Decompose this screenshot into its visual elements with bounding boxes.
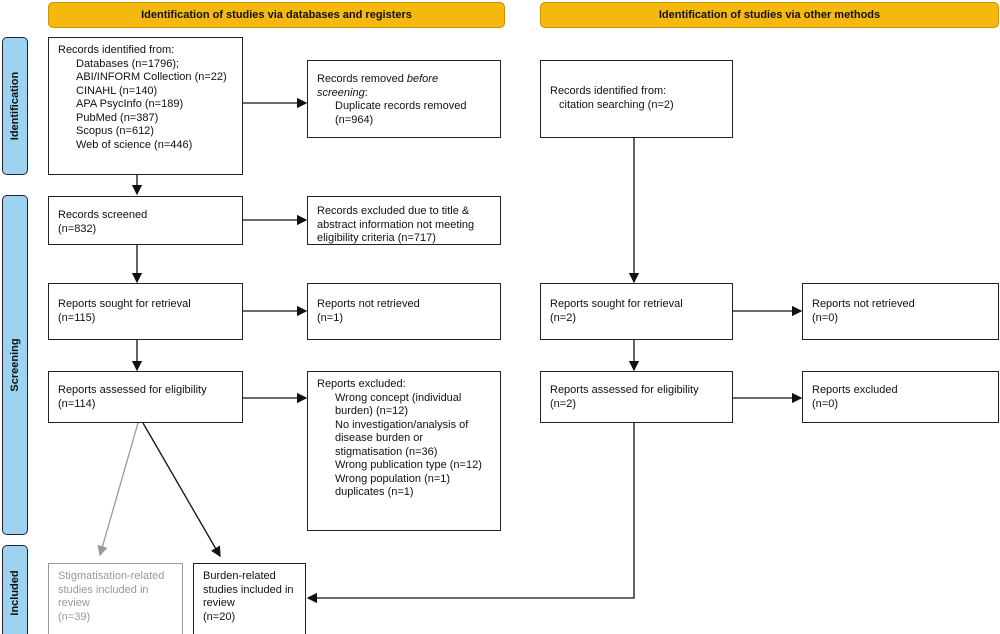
box-count: (n=115): [58, 311, 96, 324]
list-item: CINAHL (n=140): [76, 84, 158, 97]
phase-screening: Screening: [2, 195, 28, 535]
reports-excluded-box: Reports excluded: Wrong concept (individ…: [307, 371, 501, 531]
box-label: Records screened: [58, 209, 148, 221]
arrow: [142, 422, 221, 558]
box-count: (n=20): [203, 610, 236, 623]
box-title: Reports excluded:: [317, 378, 406, 390]
box-count: (n=832): [58, 222, 97, 235]
stigmatisation-included-box: Stigmatisation-related studies included …: [48, 563, 183, 634]
box-count: (n=39): [58, 610, 91, 623]
other-reports-not-retrieved-box: Reports not retrieved(n=0): [802, 283, 999, 340]
box-label: Reports excluded: [812, 384, 898, 396]
box-label: Burden-related studies included in revie…: [203, 570, 294, 609]
list-item: Databases (n=1796);: [76, 57, 180, 70]
list-item: ABI/INFORM Collection (n=22): [76, 71, 227, 83]
box-count: (n=0): [812, 397, 838, 410]
reports-not-retrieved-box: Reports not retrieved(n=1): [307, 283, 501, 340]
records-removed-box: Records removed before screening: Duplic…: [307, 60, 501, 138]
box-title: Records identified from:: [550, 85, 667, 97]
box-count: (n=0): [812, 311, 838, 324]
records-screened-box: Records screened(n=832): [48, 196, 243, 245]
box-count: (n=2): [550, 397, 576, 410]
records-identified-box: Records identified from: Databases (n=17…: [48, 37, 243, 175]
list-item: duplicates (n=1): [335, 486, 414, 498]
box-label: Stigmatisation-related studies included …: [58, 570, 165, 609]
reports-sought-box: Reports sought for retrieval(n=115): [48, 283, 243, 340]
list-item: No investigation/analysis of disease bur…: [335, 418, 469, 458]
box-label: Reports not retrieved: [812, 298, 915, 310]
other-reports-sought-box: Reports sought for retrieval(n=2): [540, 283, 733, 340]
records-excluded-box: Records excluded due to title & abstract…: [307, 196, 501, 245]
list-item: Scopus (n=612): [76, 125, 154, 137]
list-item: PubMed (n=387): [76, 111, 159, 124]
reports-assessed-box: Reports assessed for eligibility(n=114): [48, 371, 243, 423]
list-item: APA PsycInfo (n=189): [76, 98, 184, 110]
other-reports-assessed-box: Reports assessed for eligibility(n=2): [540, 371, 733, 423]
list-item: Wrong publication type (n=12): [335, 459, 482, 471]
list-item: Web of science (n=446): [76, 138, 193, 151]
box-label: Reports not retrieved: [317, 298, 420, 310]
box-label: Reports sought for retrieval: [58, 298, 191, 310]
list-item: Wrong population (n=1): [335, 472, 451, 485]
burden-included-box: Burden-related studies included in revie…: [193, 563, 306, 634]
banner-databases: Identification of studies via databases …: [48, 2, 505, 28]
list-item: citation searching (n=2): [559, 98, 674, 111]
box-count: (n=1): [317, 311, 343, 324]
phase-included: Included: [2, 545, 28, 634]
box-label: Reports assessed for eligibility: [58, 384, 207, 396]
box-label: Records excluded due to title & abstract…: [317, 205, 475, 244]
box-count: (n=2): [550, 311, 576, 324]
box-label: Reports assessed for eligibility: [550, 384, 699, 396]
box-title: Records removed before screening:: [317, 73, 439, 99]
other-records-identified-box: Records identified from: citation search…: [540, 60, 733, 138]
list-item: Wrong concept (individual burden) (n=12): [335, 391, 462, 418]
box-count: (n=114): [58, 397, 96, 410]
phase-identification: Identification: [2, 37, 28, 175]
arrow-gray: [97, 422, 139, 557]
list-item: Duplicate records removed (n=964): [335, 100, 467, 126]
box-title: Records identified from:: [58, 44, 175, 56]
banner-other-methods: Identification of studies via other meth…: [540, 2, 999, 28]
arrow: [306, 423, 635, 604]
box-label: Reports sought for retrieval: [550, 298, 683, 310]
other-reports-excluded-box: Reports excluded(n=0): [802, 371, 999, 423]
